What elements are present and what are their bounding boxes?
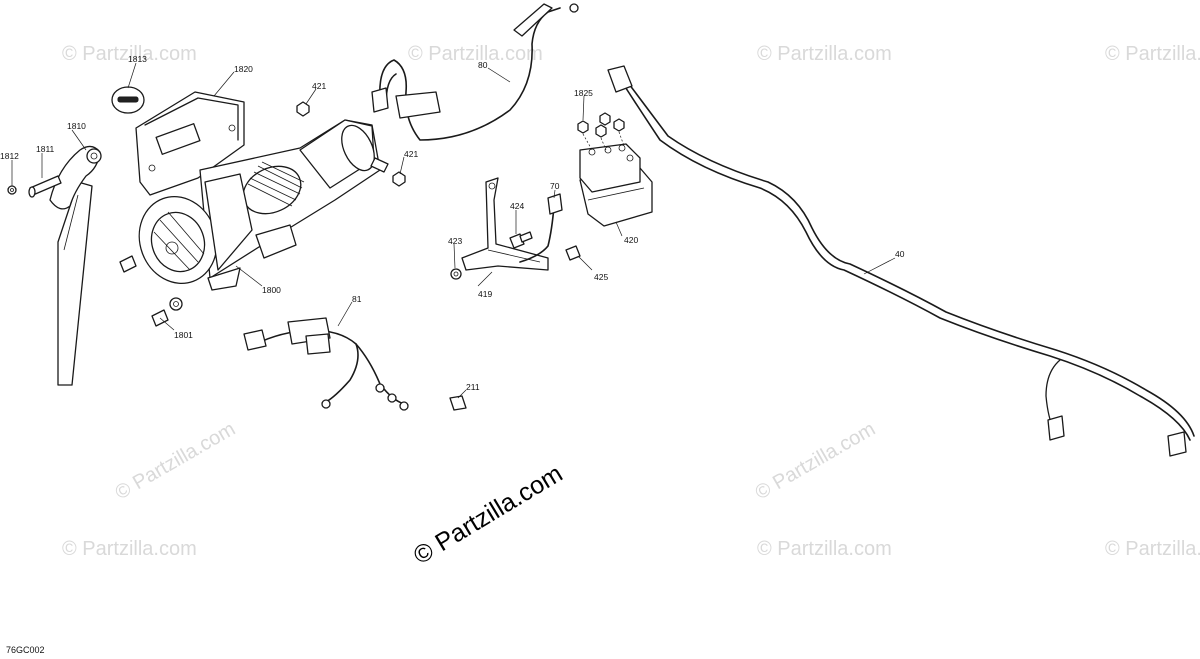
callout-1812: 1812 [0,151,19,161]
part-clip-211 [449,395,467,411]
watermark-bottom-far-right: © Partzilla.com [1105,538,1200,560]
watermark-top-far-right: © Partzilla.com [1105,43,1200,65]
watermark-top-center: © Partzilla.com [408,43,543,65]
callout-70: 70 [550,181,560,191]
callout-81: 81 [352,294,362,304]
callout-421-right: 421 [404,149,418,159]
callout-1813: 1813 [128,54,147,64]
watermark-bottom-left: © Partzilla.com [62,538,197,560]
callout-1811: 1811 [36,144,55,154]
watermark-top-left: © Partzilla.com [62,43,197,65]
leader-lines [11,62,896,399]
part-harness-81 [243,317,409,411]
part-hook-strap [49,145,102,386]
part-nuts-1825 [577,112,625,151]
part-grommet [111,86,145,114]
callout-1810: 1810 [67,121,86,131]
callout-1820: 1820 [234,64,253,74]
callout-423: 423 [448,236,462,246]
part-pin [28,175,62,198]
callout-425: 425 [594,272,608,282]
part-cable-70 [519,193,563,263]
callout-211: 211 [466,382,480,392]
part-nuts-421 [296,101,406,187]
callout-421-top: 421 [312,81,326,91]
callout-1825: 1825 [574,88,593,98]
part-fasteners [450,231,581,280]
callout-1800: 1800 [262,285,281,295]
watermark-diagonal-left: © Partzilla.com [112,418,240,504]
callout-424: 424 [510,201,524,211]
watermark-top-right: © Partzilla.com [757,43,892,65]
part-fairlead-plate [135,91,245,196]
callout-labels: 1812 1811 1810 1813 1820 421 421 80 1825… [0,54,905,392]
part-bracket-419 [461,177,549,271]
part-bolts-1801 [119,255,183,327]
callout-80: 80 [478,60,488,70]
part-winch-assembly [138,119,389,291]
watermark-main: © Partzilla.com [409,459,568,570]
callout-1801: 1801 [174,330,193,340]
part-cable-80 [371,3,579,141]
callout-40: 40 [895,249,905,259]
part-harness-40 [607,65,1195,457]
part-clip [7,185,17,195]
diagram-code: 76GC002 [6,645,45,655]
watermark-bottom-right: © Partzilla.com [757,538,892,560]
watermark-diagonal-right: © Partzilla.com [752,418,880,504]
part-contactor-420 [579,143,653,227]
callout-420: 420 [624,235,638,245]
callout-419: 419 [478,289,492,299]
